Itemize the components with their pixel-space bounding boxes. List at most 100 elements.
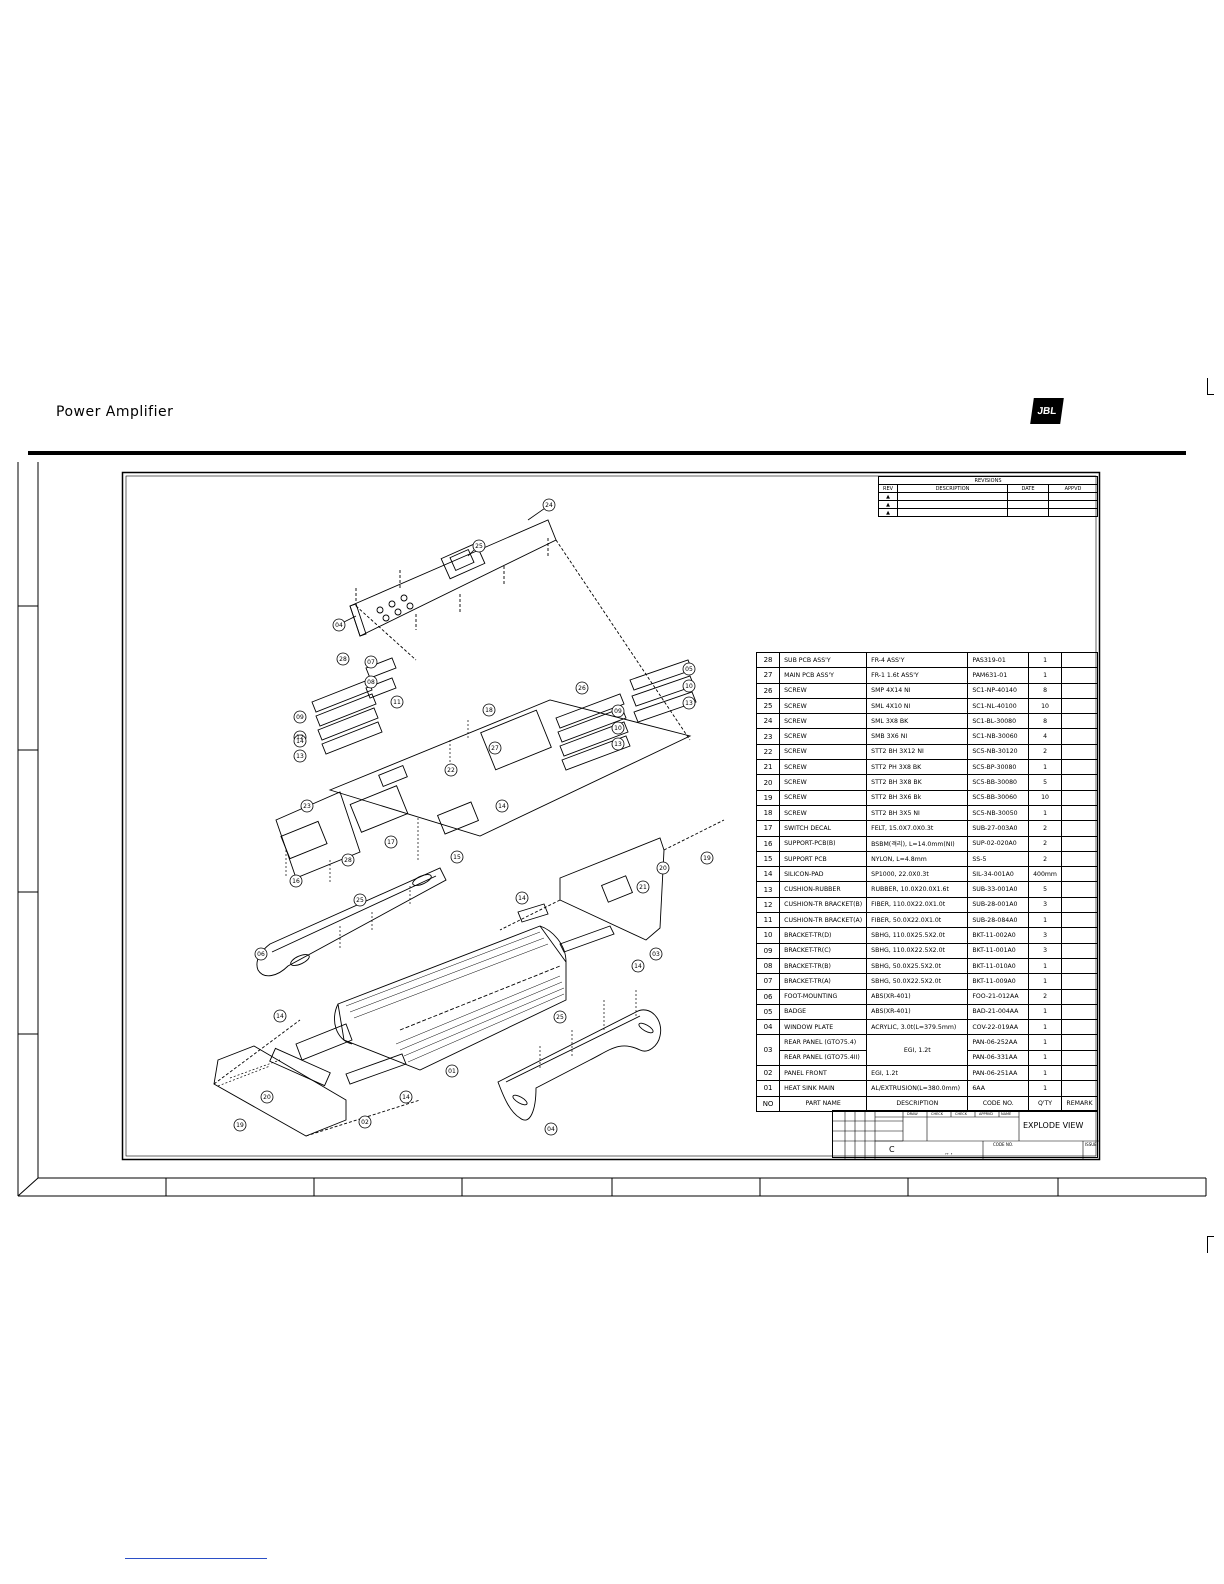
parts-cell-cd: FOO-21-012AA	[967, 988, 1030, 1005]
revisions-table: REVISIONS REV DESCRIPTION DATE APPVD ▲ ▲…	[878, 476, 1098, 517]
parts-cell-ds: SP1000, 22.0X0.3t	[866, 866, 969, 883]
parts-cell-ds: STT2 BH 3X12 NI	[866, 743, 969, 761]
screw-holes	[376, 594, 414, 622]
callout-10b	[682, 679, 696, 693]
callout-25	[472, 539, 486, 553]
parts-cell-nm: SUPPORT-PCB(B)	[779, 835, 868, 852]
parts-cell-cd: PAM631-01	[967, 667, 1030, 684]
parts-cell-ds: RUBBER, 10.0X20.0X1.6t	[866, 881, 969, 898]
callout-27	[488, 741, 502, 755]
parts-cell-cd: PAN-06-252AA	[967, 1034, 1030, 1051]
parts-cell-no: 07	[755, 973, 781, 990]
parts-cell-cd: SC1-NB-30060	[967, 728, 1030, 745]
parts-cell-nm: FOOT-MOUNTING	[779, 988, 868, 1005]
parts-cell-ds: ABS(XR-401)	[866, 988, 969, 1005]
window-plate	[349, 519, 557, 637]
parts-cell-qt: 2	[1028, 988, 1062, 1005]
callout-label: 18	[485, 707, 493, 714]
parts-cell-ds: STT2 PH 3X8 BK	[866, 759, 969, 776]
parts-cell-no: 22	[755, 743, 781, 761]
title-block-letter: C	[889, 1145, 895, 1154]
parts-cell-no: 02	[755, 1065, 781, 1082]
parts-cell-rm	[1060, 1034, 1099, 1051]
foot-mounting-right	[497, 1009, 662, 1121]
callout-14	[293, 734, 307, 748]
parts-cell-cd: SC1-NL-40100	[967, 697, 1030, 715]
callout-22	[444, 763, 458, 777]
parts-cell-no: 04	[755, 1019, 781, 1036]
callout-23	[300, 799, 314, 813]
callout-label: 19	[236, 1122, 244, 1129]
callout-label: 20	[263, 1094, 271, 1101]
callout-14f	[399, 1090, 413, 1104]
callout-label: 09	[614, 708, 622, 715]
parts-cell-no: 01	[755, 1080, 781, 1097]
callout-26	[575, 681, 589, 695]
parts-cell-nm: SUB PCB ASS'Y	[779, 651, 868, 669]
parts-cell-cd: BKT-11-009A0	[967, 973, 1030, 990]
callout-label: 08	[367, 679, 375, 686]
callout-label: 04	[335, 622, 343, 629]
crop-mark-top	[1207, 378, 1214, 395]
parts-cell-nm: BRACKET-TR(A)	[779, 973, 868, 990]
parts-cell-qt: 2	[1028, 820, 1062, 837]
callout-label: 13	[296, 753, 304, 760]
callout-13b	[611, 737, 625, 751]
callout-label: 11	[393, 699, 401, 706]
parts-cell-nm: SILICON-PAD	[779, 866, 868, 883]
parts-cell-nm: BRACKET-TR(B)	[779, 957, 868, 975]
parts-cell-nm: PANEL FRONT	[779, 1065, 868, 1082]
parts-cell-qt: 2	[1028, 743, 1062, 761]
parts-cell-cd: SC1-BL-30080	[967, 713, 1030, 730]
callout-16	[289, 874, 303, 888]
parts-cell-no: 05	[755, 1003, 781, 1021]
parts-cell-ds: SML 3X8 BK	[866, 713, 969, 730]
parts-cell-ds: FR-4 ASS'Y	[866, 651, 969, 669]
parts-cell-rm	[1060, 651, 1099, 669]
callout-label: 13	[614, 741, 622, 748]
callout-17	[384, 835, 398, 849]
parts-cell-cd: PAN-06-331AA	[967, 1049, 1030, 1067]
parts-cell-nm: SCREW	[779, 728, 868, 745]
callout-label: 14	[402, 1094, 410, 1101]
callout-label: 24	[545, 502, 553, 509]
rev-row: ▲	[878, 508, 898, 517]
callout-20	[656, 861, 670, 875]
callout-label: 25	[475, 543, 483, 550]
callout-13	[293, 749, 307, 763]
callout-label: 19	[703, 855, 711, 862]
callout-label: 13	[685, 700, 693, 707]
parts-cell-qt: 5	[1028, 881, 1062, 898]
callout-03	[649, 947, 663, 961]
callout-05	[682, 662, 696, 676]
parts-cell-ds: SMB 3X6 NI	[866, 728, 969, 745]
parts-cell-nm: SUPPORT PCB	[779, 850, 868, 868]
parts-cell-nm: BRACKET-TR(D)	[779, 927, 868, 944]
heat-sink-main	[334, 925, 567, 1071]
parts-cell-qt: 1	[1028, 1003, 1062, 1021]
parts-cell-ds: STT2 BH 3X8 BK	[866, 774, 969, 791]
callout-label: 17	[387, 839, 395, 846]
parts-cell-ds: FR-1 1.6t ASS'Y	[866, 667, 969, 684]
rev-col-date: DATE	[1007, 484, 1049, 493]
callout-label: 14	[634, 963, 642, 970]
callout-label: 09	[296, 714, 304, 721]
parts-cell-no: 24	[755, 713, 781, 730]
callout-10	[611, 721, 625, 735]
rev-col-rev: REV	[878, 484, 898, 493]
parts-cell-cd: SC5-NB-30050	[967, 804, 1030, 822]
callout-04b	[544, 1122, 558, 1136]
parts-cell-rm	[1060, 850, 1099, 868]
parts-cell-nm: BADGE	[779, 1003, 868, 1021]
